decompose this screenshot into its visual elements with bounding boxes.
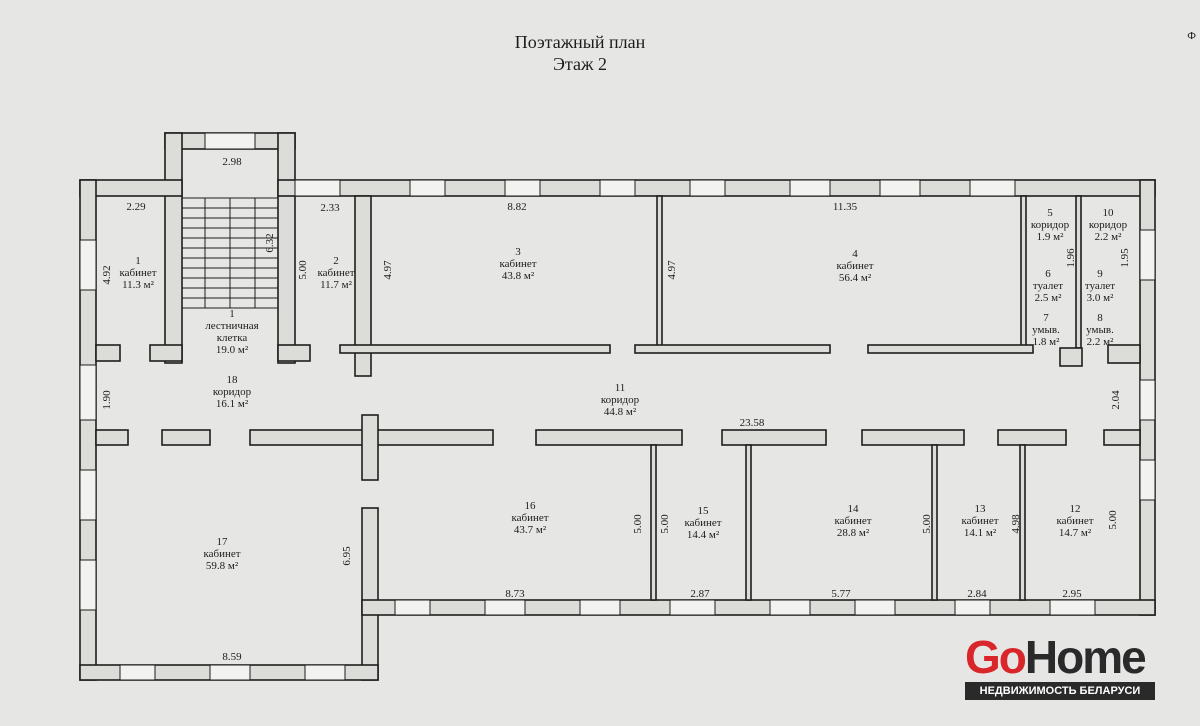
dimension-label: 4.92 [101,265,113,285]
dimension-label: 2.84 [967,588,987,600]
dimension-label: 5.00 [632,514,644,534]
floor-label: Этаж 2 [553,54,607,74]
dimension-label: 8.82 [507,201,527,213]
logo-tagline: НЕДВИЖИМОСТЬ БЕЛАРУСИ [965,682,1155,700]
dimension-label: 2.29 [126,201,146,213]
dimension-label: 5.00 [659,514,671,534]
corner-text: Ф [1187,30,1196,42]
dimension-label: 4.97 [666,260,678,280]
dimension-label: 6.32 [264,233,276,253]
dimension-label: 5.00 [921,514,933,534]
dimension-label: 4.97 [382,260,394,280]
plan-title: Поэтажный план [514,32,646,52]
dimension-label: 2.98 [222,156,242,168]
dimension-label: 11.35 [832,201,858,213]
dimension-label: 2.95 [1062,588,1082,600]
windows [79,132,1156,681]
logo-go: Go [965,631,1027,683]
dimension-label: 2.04 [1110,390,1122,410]
dimension-label: 8.73 [505,588,525,600]
dimension-label: 23.58 [739,417,765,429]
logo-home: Home [1024,631,1147,683]
dimension-label: 5.00 [1107,510,1119,530]
dimension-label: 1.95 [1119,248,1131,268]
dimension-label: 6.95 [341,546,353,566]
dimension-label: 1.90 [101,390,113,410]
dimension-label: 1.96 [1065,248,1077,268]
dimension-label: 8.59 [222,651,242,663]
dimension-label: 4.98 [1010,514,1022,534]
dimension-label: 2.33 [320,202,340,214]
dimension-label: 5.77 [831,588,851,600]
stair-steps [182,197,278,309]
gohome-logo: GoHome НЕДВИЖИМОСТЬ БЕЛАРУСИ [965,634,1155,700]
dimension-label: 5.00 [297,260,309,280]
dimension-label: 2.87 [690,588,710,600]
